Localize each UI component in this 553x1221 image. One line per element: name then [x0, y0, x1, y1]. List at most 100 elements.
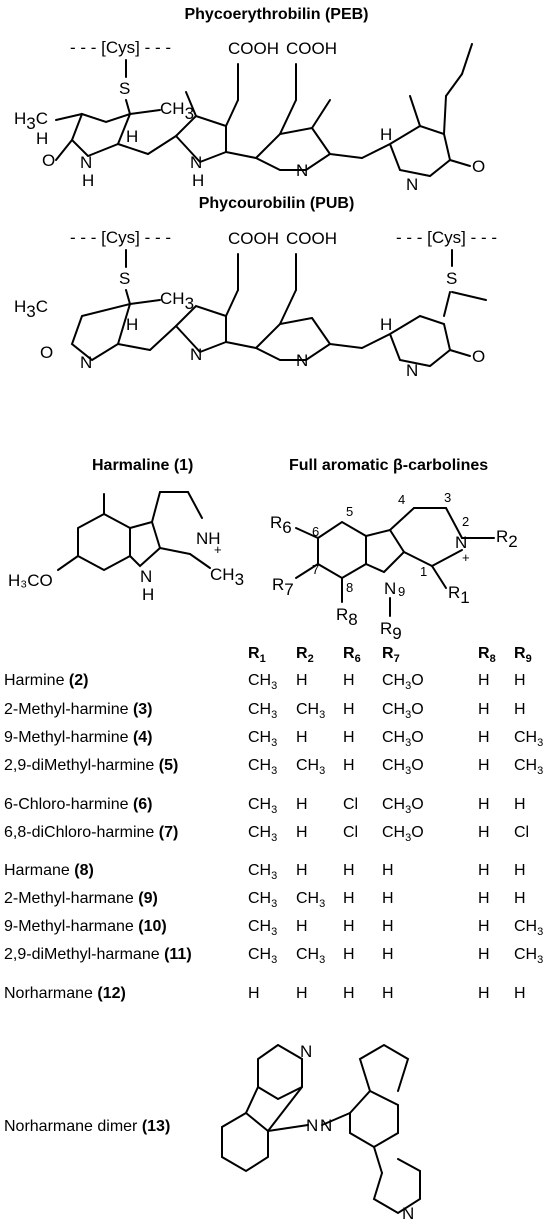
column-header-r8: R8	[478, 645, 496, 666]
cooh-label: COOH	[286, 39, 337, 58]
ring-number-8: 8	[346, 580, 353, 595]
h-label: H	[380, 125, 392, 144]
nh-label: NH	[196, 529, 221, 548]
cell-r8: H	[478, 946, 490, 963]
h3c-label: H3C	[14, 109, 48, 133]
oxygen-label: O	[42, 151, 55, 170]
cell-r1: H	[248, 985, 260, 1002]
ring-number-6: 6	[312, 524, 319, 539]
h-label: H	[380, 315, 392, 334]
compound-name: 6-Chloro-harmine (6)	[4, 796, 153, 813]
cooh-label: COOH	[228, 229, 279, 248]
peb-structure: - - - [Cys] - - - S CH3 H3C H H O N H CO…	[14, 38, 485, 194]
cell-r6: H	[343, 862, 355, 879]
cell-r8: H	[478, 985, 490, 1002]
cell-r7: CH3O	[382, 757, 424, 778]
h3c-label: H3C	[14, 297, 48, 321]
cell-r7: H	[382, 890, 394, 907]
cell-r1: CH3	[248, 824, 278, 845]
h-label: H	[192, 171, 204, 190]
nh-label: N	[80, 353, 92, 372]
cell-r7: H	[382, 862, 394, 879]
cell-r6: H	[343, 672, 355, 689]
cell-r2: H	[296, 824, 308, 841]
cell-r8: H	[478, 701, 490, 718]
dimer-structure: N N N N	[221, 1042, 421, 1221]
cell-r8: H	[478, 862, 490, 879]
cell-r2: CH3	[296, 890, 326, 911]
cell-r8: H	[478, 796, 490, 813]
h-label: H	[36, 129, 48, 148]
h-label: H	[126, 315, 138, 334]
compound-name: 2,9-diMethyl-harmane (11)	[4, 946, 192, 963]
cell-r1: CH3	[248, 757, 278, 778]
ch3-label: CH3	[210, 565, 244, 589]
compound-name: Harmine (2)	[4, 672, 89, 689]
cell-r8: H	[478, 757, 490, 774]
nitrogen-label: N	[300, 1042, 312, 1061]
cell-r7: H	[382, 946, 394, 963]
cys-label: - - - [Cys] - - -	[70, 228, 171, 247]
cell-r9: H	[514, 890, 526, 907]
cell-r8: H	[478, 672, 490, 689]
harmaline-structure: NH + CH3 N H H₃CO	[8, 491, 244, 604]
cys-label: - - - [Cys] - - -	[70, 38, 171, 57]
cell-r1: CH3	[248, 672, 278, 693]
cell-r6: H	[343, 985, 355, 1002]
carbolines-title: Full aromatic β-carbolines	[289, 457, 489, 474]
h-label: H	[126, 127, 138, 146]
pub-structure: - - - [Cys] - - - S CH3 H3C O N H COOH N…	[14, 228, 497, 380]
column-header-r6: R6	[343, 645, 361, 666]
cell-r6: Cl	[343, 796, 359, 813]
harmaline-title: Harmaline (1)	[92, 457, 194, 474]
sulfur-label: S	[446, 269, 457, 288]
cell-r1: CH3	[248, 701, 278, 722]
cell-r7: H	[382, 918, 394, 935]
ring-number-1: 1	[420, 564, 427, 579]
nitrogen-label: N	[402, 1204, 414, 1221]
peb-title: Phycoerythrobilin (PEB)	[184, 6, 369, 23]
ring-number-9: 9	[398, 584, 405, 599]
nh-label: N	[406, 175, 418, 194]
cell-r6: H	[343, 729, 355, 746]
cell-r9: CH3	[514, 757, 544, 778]
cell-r1: CH3	[248, 729, 278, 750]
cell-r2: H	[296, 672, 308, 689]
r9-label: R9	[380, 619, 402, 643]
cell-r7: CH3O	[382, 824, 424, 845]
oxygen-label: O	[40, 343, 53, 362]
nh-label: N	[190, 345, 202, 364]
cell-r6: H	[343, 946, 355, 963]
compound-name: 2-Methyl-harmane (9)	[4, 890, 158, 907]
cell-r6: H	[343, 701, 355, 718]
nitrogen-label: N	[296, 351, 308, 370]
compound-name: Harmane (8)	[4, 862, 94, 879]
h-label: H	[82, 171, 94, 190]
nitrogen-label: N	[320, 1116, 332, 1135]
cell-r7: CH3O	[382, 796, 424, 817]
cell-r9: H	[514, 985, 526, 1002]
compound-name: 9-Methyl-harmane (10)	[4, 918, 167, 935]
nitrogen-label: N	[296, 161, 308, 180]
nh-label: N	[406, 361, 418, 380]
cell-r8: H	[478, 918, 490, 935]
ring-number-2: 2	[462, 514, 469, 529]
cell-r7: CH3O	[382, 672, 424, 693]
oxygen-label: O	[472, 347, 485, 366]
sulfur-label: S	[119, 79, 130, 98]
cell-r8: H	[478, 890, 490, 907]
r6-label: R6	[270, 513, 292, 537]
column-header-r1: R1	[248, 645, 266, 666]
r1-label: R1	[448, 583, 470, 607]
cell-r6: H	[343, 757, 355, 774]
plus-label: +	[462, 550, 470, 565]
cell-r7: CH3O	[382, 701, 424, 722]
cell-r9: H	[514, 862, 526, 879]
nh-label: N	[80, 153, 92, 172]
cell-r2: H	[296, 985, 308, 1002]
cell-r2: H	[296, 796, 308, 813]
ch3-label: CH3	[160, 99, 194, 123]
dimer-label: Norharmane dimer (13)	[4, 1118, 171, 1135]
column-header-r7: R7	[382, 645, 400, 666]
cell-r2: CH3	[296, 757, 326, 778]
